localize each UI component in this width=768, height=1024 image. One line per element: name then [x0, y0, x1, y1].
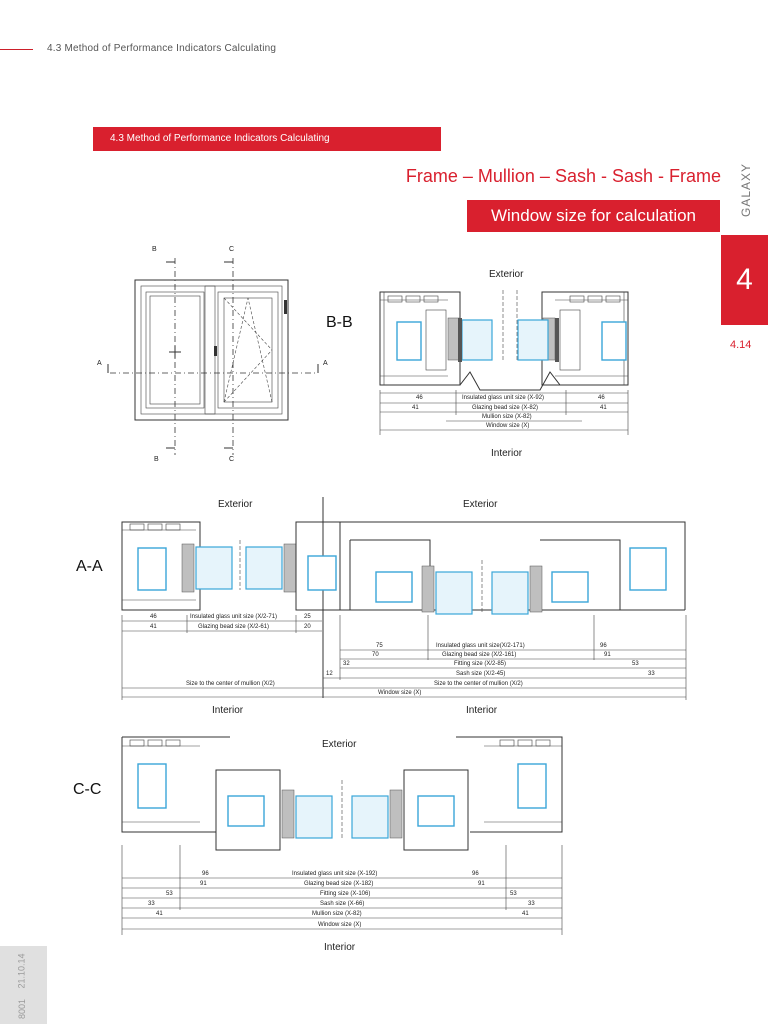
chapter-tab: 4 [721, 235, 768, 325]
cc-dim-mullion: Mullion size (X-82) [312, 911, 362, 917]
cut-c-bottom: C [229, 456, 235, 463]
section-bar: 4.3 Method of Performance Indicators Cal… [93, 127, 441, 151]
footer-date: 21.10.14 [16, 953, 27, 989]
aa-dim-window: Window size (X) [378, 690, 422, 696]
aa-dim-r12: 12 [326, 671, 333, 677]
cc-dim-r91: 91 [478, 881, 485, 887]
section-aa-label: A-A [76, 558, 103, 575]
aa-dim-r75: 75 [376, 643, 383, 649]
aa-dim-l-center: Size to the center of mullion (X/2) [186, 681, 275, 687]
bb-dim-left-41: 41 [412, 405, 419, 411]
cut-b-bottom: B [154, 456, 159, 463]
cc-dim-bead: Glazing bead size (X-182) [304, 881, 374, 887]
cc-dim-l53: 53 [166, 891, 173, 897]
page-subtitle: Window size for calculation [467, 200, 720, 232]
aa-dim-m20: 20 [304, 624, 311, 630]
page-title: Frame – Mullion – Sash - Sash - Frame [405, 166, 721, 186]
cut-b-top: B [152, 246, 157, 253]
cc-dim-r33: 33 [528, 901, 535, 907]
header-rule [0, 49, 33, 50]
header-section-ref: 4.3 Method of Performance Indicators Cal… [47, 43, 277, 54]
bb-dim-right-41: 41 [600, 405, 607, 411]
aa-dim-l-igu: Insulated glass unit size (X/2-71) [190, 614, 278, 620]
aa-dim-m25: 25 [304, 614, 311, 620]
aa-dim-r53: 53 [632, 661, 639, 667]
bb-dim-window: Window size (X) [486, 423, 530, 429]
aa-dim-r70: 70 [372, 652, 379, 658]
aa-dim-r-sash: Sash size (X/2-45) [456, 671, 506, 677]
cut-a-right: A [323, 360, 328, 367]
aa-dim-l41: 41 [150, 624, 157, 630]
cc-dim-r53: 53 [510, 891, 517, 897]
aa-dim-l-bead: Glazing bead size (X/2-61) [198, 624, 270, 630]
aa-dim-r-igu: Insulated glass unit size(X/2-171) [436, 643, 525, 649]
section-aa-interior-left: Interior [212, 705, 244, 716]
section-bb-label: B-B [326, 314, 353, 331]
cc-dim-r96: 96 [472, 871, 479, 877]
section-aa-exterior-right: Exterior [463, 499, 498, 510]
cc-dim-l33: 33 [148, 901, 155, 907]
aa-dim-r-bead: Glazing bead size (X/2-161) [442, 652, 517, 658]
footer-strip: 8001 21.10.14 [0, 946, 47, 1024]
aa-dim-r33: 33 [648, 671, 655, 677]
section-cc-label: C-C [73, 781, 102, 798]
cc-dim-l41: 41 [156, 911, 163, 917]
section-aa-exterior-left: Exterior [218, 499, 253, 510]
section-bb-exterior: Exterior [489, 269, 524, 280]
aa-dim-r96: 96 [600, 643, 607, 649]
footer-code: 8001 [17, 998, 28, 1020]
bb-dim-left-46: 46 [416, 395, 423, 401]
section-aa-interior-right: Interior [466, 705, 498, 716]
section-cc-interior: Interior [324, 942, 356, 953]
cc-dim-window: Window size (X) [318, 922, 362, 928]
section-bb-interior: Interior [491, 448, 523, 459]
page-number: 4.14 [730, 339, 752, 351]
bb-dim-right-46: 46 [598, 395, 605, 401]
cc-dim-fit: Fitting size (X-106) [320, 891, 371, 897]
bb-dim-mullion: Mullion size (X-82) [482, 414, 532, 420]
aa-dim-r-center: Size to the center of mullion (X/2) [434, 681, 523, 687]
cc-dim-sash: Sash size (X-66) [320, 901, 365, 907]
aa-dim-r91: 91 [604, 652, 611, 658]
aa-dim-r-fit: Fitting size (X/2-85) [454, 661, 507, 667]
section-cc-exterior: Exterior [322, 739, 357, 750]
cc-dim-r41: 41 [522, 911, 529, 917]
cc-dim-igu: Insulated glass unit size (X-192) [292, 871, 378, 877]
cut-a-left: A [97, 360, 102, 367]
cut-c-top: C [229, 246, 235, 253]
aa-dim-r32: 32 [343, 661, 350, 667]
bb-dim-bead: Glazing bead size (X-82) [472, 405, 539, 411]
cc-dim-l96: 96 [202, 871, 209, 877]
cc-dim-l91: 91 [200, 881, 207, 887]
aa-dim-l46: 46 [150, 614, 157, 620]
bb-dim-igu: Insulated glass unit size (X-92) [462, 395, 545, 401]
